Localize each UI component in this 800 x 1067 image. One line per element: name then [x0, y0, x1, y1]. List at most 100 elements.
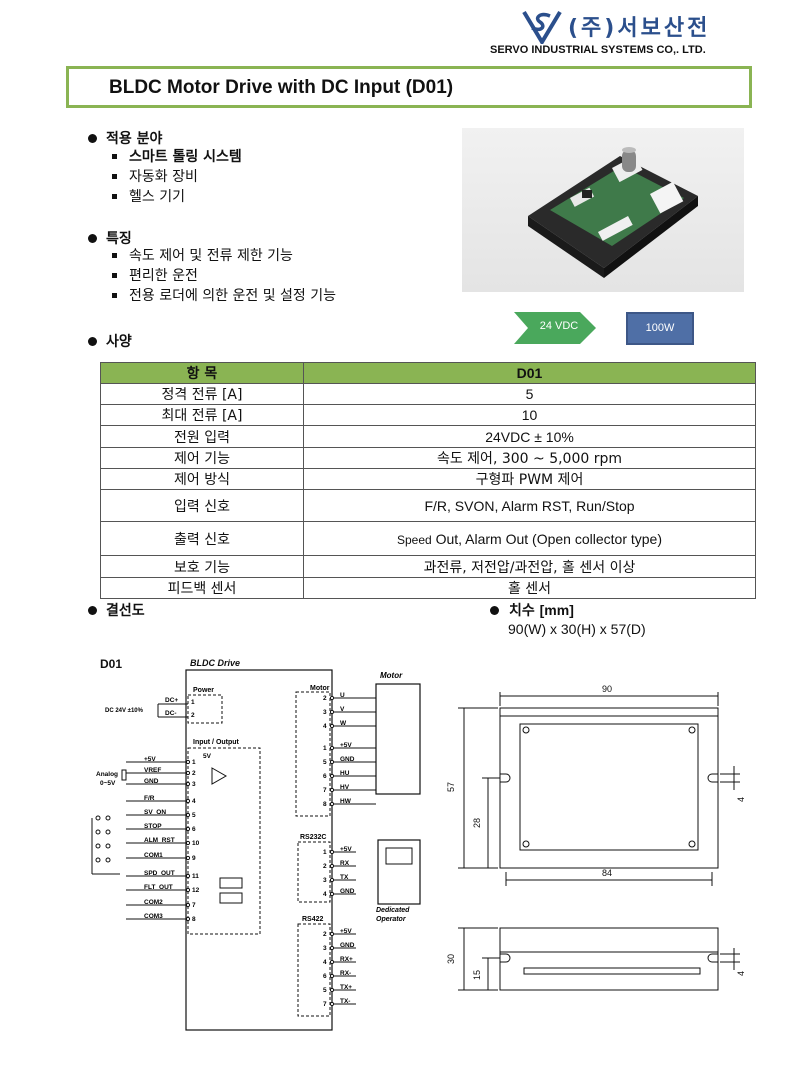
pin-terminal [329, 773, 335, 779]
bullet-icon [490, 605, 499, 615]
pin-terminal [329, 801, 335, 807]
power-badge: 100W [626, 312, 694, 345]
pin-label: COM3 [144, 913, 163, 920]
pin-number: 2 [192, 770, 196, 777]
dim-slot2-label: 4 [736, 971, 746, 976]
square-bullet-icon [112, 252, 117, 258]
square-bullet-icon [112, 292, 117, 298]
pin-terminal [329, 877, 335, 883]
power-block-label: Power [193, 687, 214, 694]
pin-terminal [329, 959, 335, 965]
drive-label: BLDC Drive [190, 658, 240, 668]
pin-terminal [185, 902, 191, 908]
bullet-icon [88, 605, 97, 615]
svg-text:DC-: DC- [165, 710, 177, 717]
pin-number: 4 [192, 798, 196, 805]
pin-number: 1 [323, 849, 327, 856]
pin-label: +5V [340, 846, 352, 853]
pin-terminal [329, 973, 335, 979]
pin-number: 1 [192, 759, 196, 766]
pin-label: VREF [144, 767, 161, 774]
square-bullet-icon [112, 173, 117, 179]
svg-text:1: 1 [191, 699, 195, 706]
pin-label: F/R [144, 795, 155, 802]
list-item: 자동화 장비 [112, 167, 242, 187]
pin-number: 11 [192, 873, 199, 880]
pin-terminal [185, 887, 191, 893]
pin-label: RX- [340, 970, 351, 977]
wiring-model-label: D01 [100, 657, 122, 671]
square-bullet-icon [112, 272, 117, 278]
pin-terminal [329, 987, 335, 993]
dim-height-label: 30 [446, 954, 456, 964]
pin-number: 7 [192, 902, 196, 909]
pin-label: COM1 [144, 852, 163, 859]
pin-terminal [329, 1001, 335, 1007]
pin-label: GND [340, 756, 355, 763]
pin-number: 2 [323, 863, 327, 870]
pin-number: 3 [192, 781, 196, 788]
company-logo: (주)서보산전 SERVO INDUSTRIAL SYSTEMS CO,. LT… [490, 8, 790, 58]
pin-label: GND [144, 778, 159, 785]
dimensions-value: 90(W) x 30(H) x 57(D) [508, 621, 646, 637]
pin-terminal [329, 863, 335, 869]
pin-label: +5V [144, 756, 156, 763]
company-name-english: SERVO INDUSTRIAL SYSTEMS CO,. LTD. [490, 44, 706, 56]
pin-number: 3 [323, 945, 327, 952]
wiring-heading: 결선도 [88, 600, 145, 620]
pin-label: W [340, 720, 347, 727]
pin-terminal [329, 709, 335, 715]
square-bullet-icon [112, 193, 117, 199]
table-row: 최대 전류 [A]10 [100, 404, 756, 426]
pin-number: 5 [192, 812, 196, 819]
wiring-diagram: D01 BLDC Drive Power DC+ DC- DC 24V ±10%… [91, 657, 421, 1031]
pin-label: FLT_OUT [144, 884, 173, 891]
dim-slot-label: 4 [736, 797, 746, 802]
svg-text:DC+: DC+ [165, 697, 178, 704]
pin-terminal [329, 849, 335, 855]
pin-label: U [340, 692, 345, 699]
pin-terminal [185, 781, 191, 787]
pin-label: GND [340, 888, 355, 895]
pin-label: +5V [340, 928, 352, 935]
pin-label: COM2 [144, 899, 163, 906]
table-row: 출력 신호 Speed Out, Alarm Out (Open collect… [100, 521, 756, 556]
list-item: 속도 제어 및 전류 제한 기능 [112, 246, 336, 266]
voltage-badge: 24 VDC [514, 312, 596, 344]
features-list: 속도 제어 및 전류 제한 기능 편리한 운전 전용 로더에 의한 운전 및 설… [112, 246, 336, 306]
svg-text:5V: 5V [203, 753, 212, 760]
pin-label: TX+ [340, 984, 352, 991]
pin-terminal [185, 798, 191, 804]
pin-number: 5 [323, 759, 327, 766]
pin-number: 2 [323, 695, 327, 702]
bullet-icon [88, 233, 97, 243]
pin-label: TX- [340, 998, 350, 1005]
column-header-model: D01 [303, 362, 756, 384]
pin-label: RX+ [340, 956, 353, 963]
pin-number: 7 [323, 787, 327, 794]
motor-drive-board-icon [528, 147, 698, 278]
svg-text:0~5V: 0~5V [100, 780, 116, 787]
features-heading: 특징 [88, 228, 132, 248]
list-item: 스마트 톨링 시스템 [112, 147, 242, 167]
pin-number: 3 [323, 709, 327, 716]
pin-label: SV_ON [144, 809, 166, 816]
application-list: 스마트 톨링 시스템 자동화 장비 헬스 기기 [112, 147, 242, 207]
dim-depth-label: 57 [446, 782, 456, 792]
dimension-drawing: 90 57 28 84 4 30 15 4 [446, 684, 746, 991]
pin-terminal [185, 759, 191, 765]
pin-label: RX [340, 860, 350, 867]
pin-number: 5 [323, 987, 327, 994]
rs232-block-label: RS232C [300, 834, 326, 841]
pin-label: HW [340, 798, 352, 805]
pin-number: 2 [323, 931, 327, 938]
svg-text:2: 2 [191, 712, 195, 719]
spec-heading: 사양 [88, 331, 132, 351]
dimensions-heading: 치수 [mm] [490, 600, 574, 620]
pin-terminal [329, 723, 335, 729]
pin-terminal [329, 695, 335, 701]
